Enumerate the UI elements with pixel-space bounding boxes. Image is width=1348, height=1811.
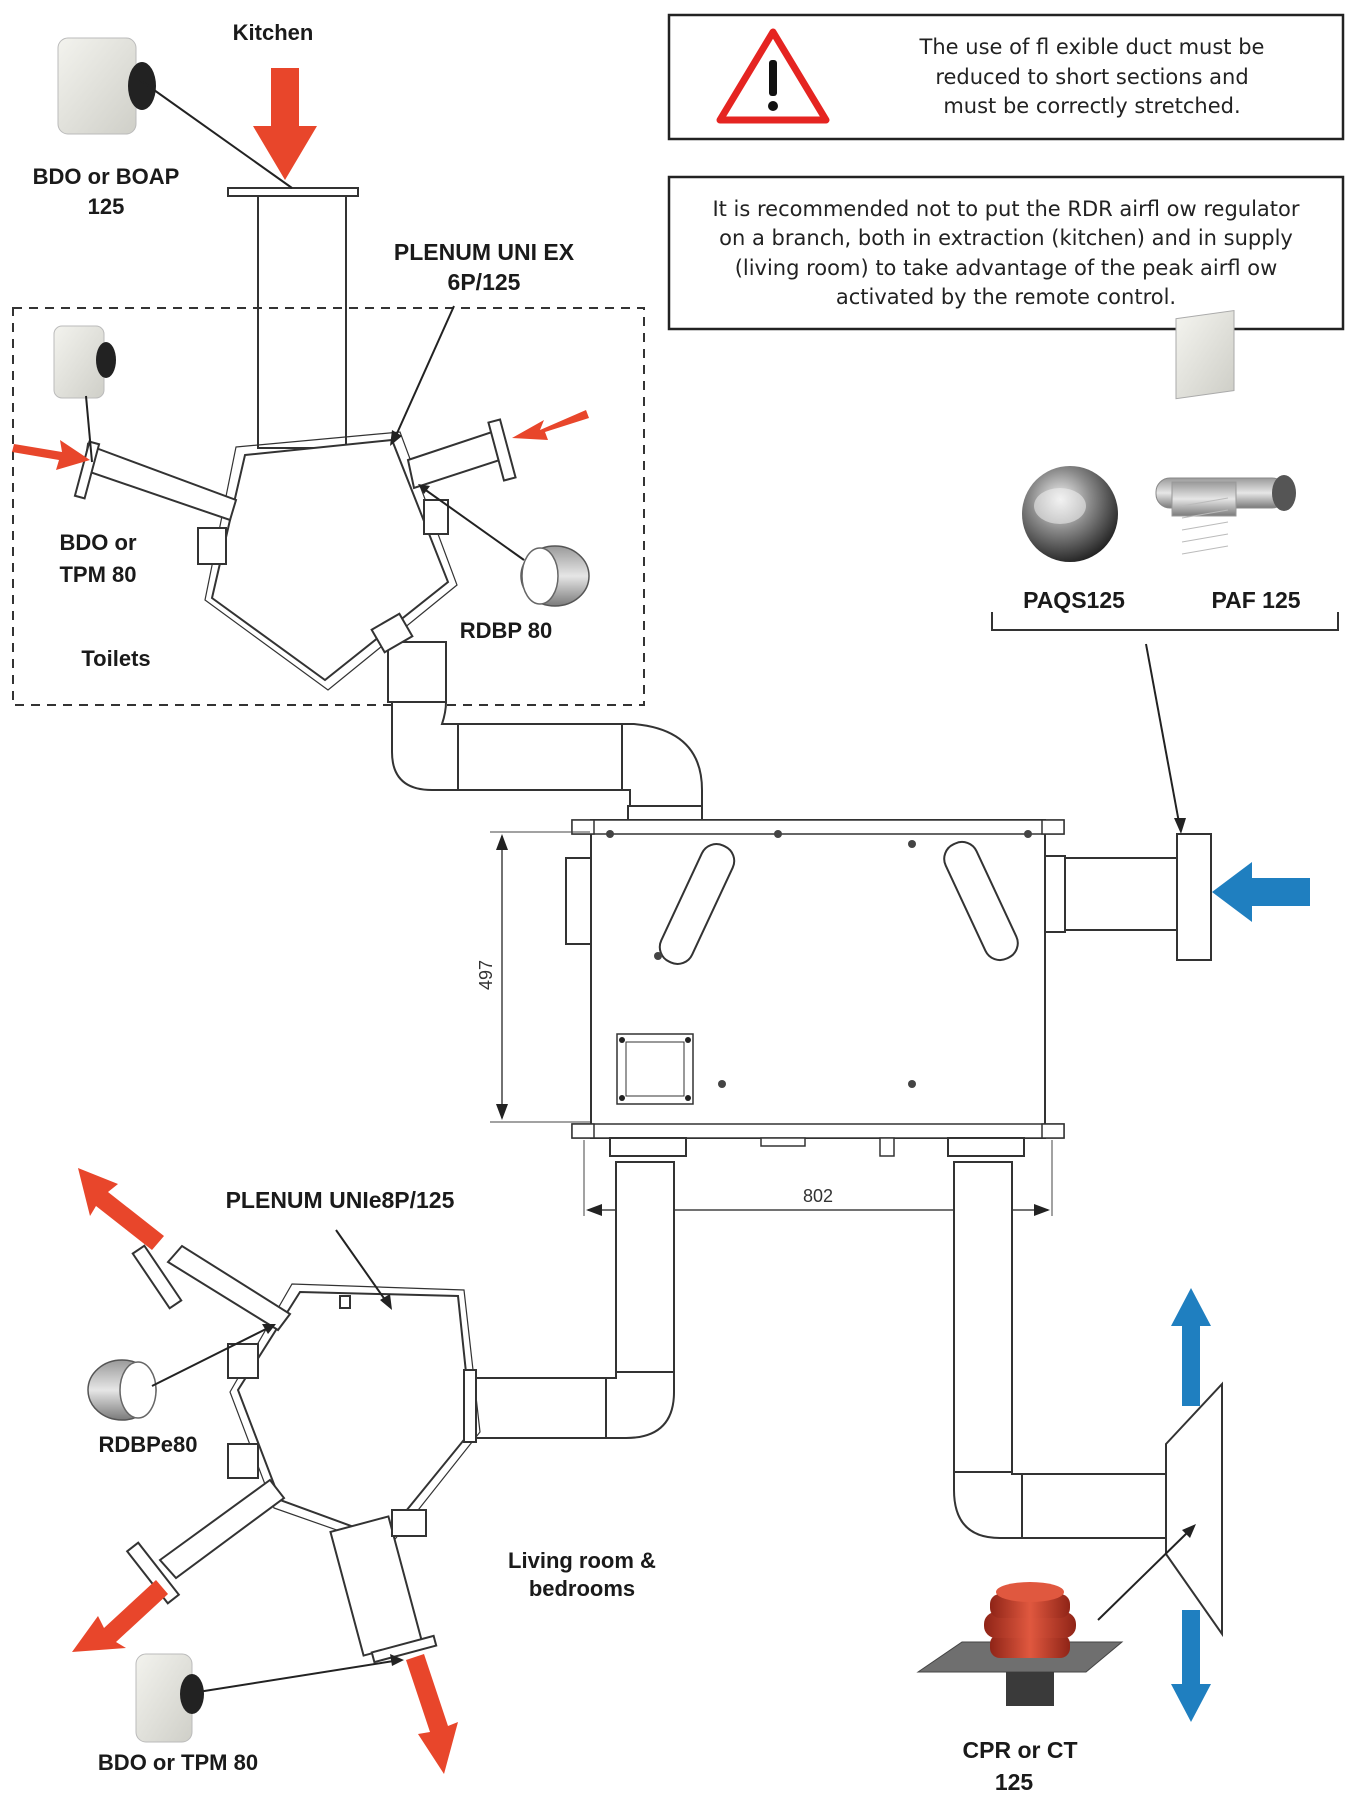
bdo-tpm-bottom-label: BDO or TPM 80 bbox=[98, 1750, 258, 1775]
supply-main-duct bbox=[469, 1161, 675, 1439]
supply-lower-left-arrow bbox=[72, 1580, 168, 1652]
plenum-supply-leader bbox=[335, 1229, 389, 1305]
rdr-note-line-2: on a branch, both in extraction (kitchen… bbox=[719, 226, 1293, 250]
rdr-note-line-4: activated by the remote control. bbox=[836, 285, 1176, 309]
toilet-right-extract-arrow bbox=[512, 410, 589, 440]
plenum-uni-e8p-body bbox=[125, 1244, 481, 1664]
kitchen-extract-arrow bbox=[253, 68, 317, 180]
rdr-regulator-note: It is recommended not to put the RDR air… bbox=[667, 175, 1345, 331]
paf125-label: PAF 125 bbox=[1211, 587, 1300, 613]
paqs125-label: PAQS125 bbox=[1023, 587, 1125, 613]
living-room-label-line-1: Living room & bbox=[508, 1548, 656, 1573]
bdo-tpm-80-bottom-grille bbox=[135, 1653, 404, 1743]
height-dimension-value: 497 bbox=[476, 960, 496, 990]
rdbp-top-label: RDBP 80 bbox=[460, 618, 553, 643]
plenum-ex-label-line-1: PLENUM UNI EX bbox=[394, 239, 575, 265]
width-dimension-value: 802 bbox=[803, 1186, 833, 1206]
cpr-ct-label-line-1: CPR or CT bbox=[963, 1737, 1078, 1763]
rdr-note-line-1: It is recommended not to put the RDR air… bbox=[712, 197, 1299, 221]
cpr-ct-label-line-2: 125 bbox=[995, 1769, 1034, 1795]
supply-upper-left-arrow bbox=[78, 1168, 164, 1250]
flexible-note-line-1: The use of fl exible duct must be bbox=[919, 35, 1265, 59]
kitchen-extract-duct bbox=[227, 187, 359, 449]
plenum-ex-label-line-2: 6P/125 bbox=[448, 269, 521, 295]
toilets-zone-border bbox=[12, 307, 645, 706]
paqs125-hood bbox=[1022, 466, 1118, 562]
extract-main-duct bbox=[391, 701, 703, 821]
rdbp-80-regulator bbox=[418, 484, 590, 607]
bdo-tpm-80-toilet-grille bbox=[53, 325, 116, 463]
height-dimension: 497 bbox=[476, 831, 590, 1123]
plenum-uni-ex-body bbox=[73, 418, 517, 703]
cpr-ct-leader bbox=[1097, 1529, 1191, 1621]
main-heat-recovery-unit bbox=[565, 819, 1066, 1157]
rdbp-e80-regulator bbox=[87, 1324, 276, 1421]
cpr-ct-125-roof-cap bbox=[916, 1582, 1124, 1706]
toilet-left-extract-arrow bbox=[12, 440, 90, 470]
flexible-duct-note: The use of fl exible duct must be reduce… bbox=[667, 13, 1345, 141]
paqs-paf-bracket bbox=[991, 612, 1339, 631]
rdbp-bottom-label: RDBPe80 bbox=[98, 1432, 197, 1457]
bdo-boap-125-grille bbox=[57, 37, 293, 189]
fresh-air-intake-duct bbox=[1064, 833, 1212, 961]
living-room-label-line-2: bedrooms bbox=[529, 1576, 635, 1601]
paf125-grille bbox=[1155, 310, 1296, 555]
flexible-note-line-3: must be correctly stretched. bbox=[943, 94, 1240, 118]
plenum-supply-label: PLENUM UNIe8P/125 bbox=[226, 1187, 455, 1213]
toilets-label: Toilets bbox=[81, 646, 150, 671]
supply-bottom-arrow bbox=[406, 1654, 458, 1774]
bdo-boap-label-line-2: 125 bbox=[88, 194, 125, 219]
bdo-tpm-top-label-line-2: TPM 80 bbox=[59, 562, 136, 587]
warning-triangle-icon bbox=[716, 28, 830, 124]
bdo-boap-label-line-1: BDO or BOAP bbox=[33, 164, 180, 189]
paqs-paf-leader bbox=[1145, 643, 1181, 829]
kitchen-label: Kitchen bbox=[233, 20, 314, 45]
exhaust-down-arrow bbox=[1171, 1610, 1211, 1722]
plenum-ex-leader bbox=[393, 305, 455, 441]
flexible-note-line-2: reduced to short sections and bbox=[935, 65, 1248, 89]
exhaust-up-arrow bbox=[1171, 1288, 1211, 1406]
exhaust-roof-duct bbox=[953, 1161, 1223, 1638]
rdr-note-line-3: (living room) to take advantage of the p… bbox=[735, 256, 1278, 280]
bdo-tpm-top-label-line-1: BDO or bbox=[60, 530, 137, 555]
fresh-air-intake-arrow bbox=[1212, 862, 1310, 922]
